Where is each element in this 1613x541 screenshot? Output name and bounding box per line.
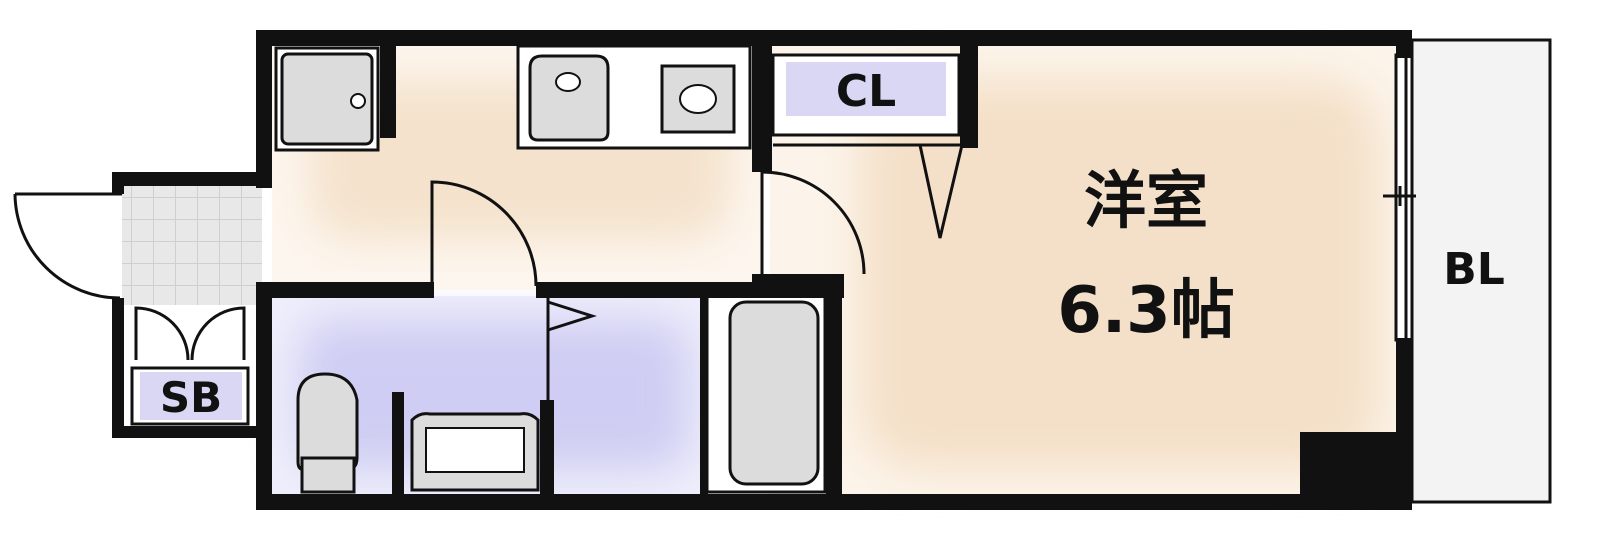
main-room-size: 6.3帖: [1057, 274, 1234, 348]
shoe-box-label-bg: [140, 372, 242, 420]
wall-entrance-top: [112, 172, 270, 186]
fridge: [280, 52, 374, 146]
shoe-box-doors: [134, 306, 246, 361]
wall-entrance-bottom: [112, 426, 270, 438]
sink-drain: [555, 72, 581, 92]
wall-right-upper: [1396, 30, 1412, 58]
wall-room-door-bottom: [752, 274, 844, 284]
washbasin-bowl: [425, 427, 525, 473]
shoe-box-label: SB: [160, 373, 222, 422]
closet-door-mark: [918, 144, 964, 239]
wall-left-lower: [256, 282, 272, 510]
labels: CL 洋室 6.3帖 BL SB: [160, 66, 1505, 422]
window-latch: [1383, 186, 1416, 206]
balcony-floor: [1410, 38, 1552, 504]
wall-wash-top-mid: [536, 282, 712, 298]
stove-burner: [679, 84, 717, 114]
wall-wash-top-right: [706, 282, 844, 298]
wall-toilet-divider: [392, 392, 404, 510]
closet-label: CL: [836, 66, 896, 117]
entrance-door: [13, 192, 122, 300]
pillar: [1300, 432, 1412, 510]
walls: [112, 30, 1412, 510]
kitchen-sink: [528, 54, 610, 142]
wall-entrance-left-upper: [112, 172, 124, 194]
balcony-label: BL: [1443, 244, 1505, 295]
room-floor-tint: [860, 80, 1380, 470]
wall-entrance-left-lower: [112, 298, 124, 438]
toilet: [296, 372, 359, 472]
wall-bath-right: [826, 282, 842, 510]
wall-bath-left: [700, 282, 708, 510]
wall-kitchen-room-upper: [752, 44, 772, 172]
fridge-knob: [350, 93, 366, 109]
kitchen-door: [430, 180, 538, 287]
main-room-name: 洋室: [1084, 164, 1208, 237]
bathtub-inner: [728, 300, 820, 486]
entrance-tiles: [122, 185, 262, 305]
closet-label-bg: [786, 62, 946, 116]
wall-wash-top-left: [256, 282, 434, 298]
wall-left-upper: [256, 30, 272, 188]
toilet-tank: [300, 456, 356, 494]
wall-wash-divider: [540, 400, 554, 510]
wall-fridge-right: [380, 44, 396, 138]
washroom-door-mark: [547, 300, 597, 332]
closet: [771, 53, 965, 239]
room-door: [760, 170, 866, 275]
wall-top: [256, 30, 1412, 46]
wall-closet-right: [960, 44, 978, 148]
fixtures: [130, 44, 827, 494]
